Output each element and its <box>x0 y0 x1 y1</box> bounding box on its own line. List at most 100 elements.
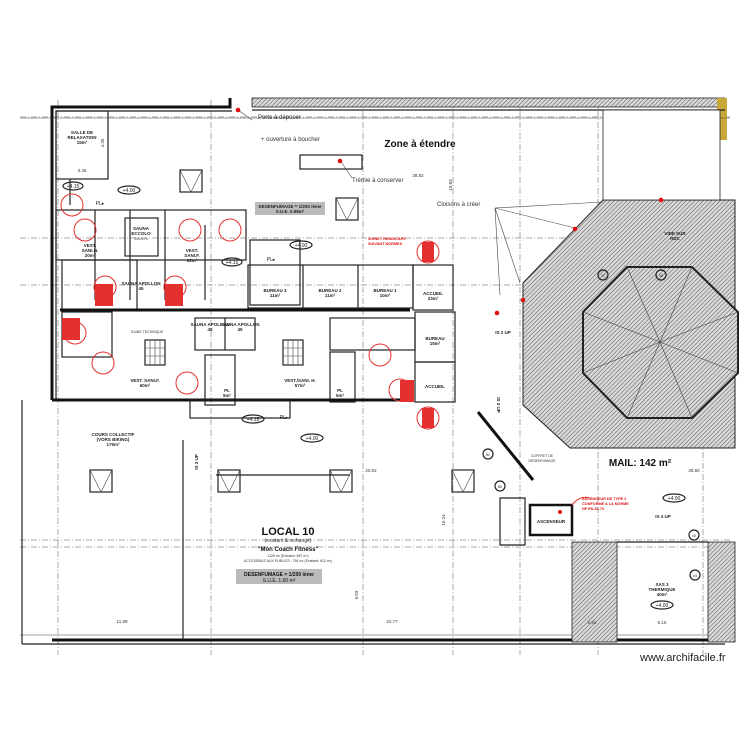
elevator-box <box>528 503 574 537</box>
pl-labels: PL▸ PL▸ PL▸ <box>96 201 289 421</box>
svg-text:11.99: 11.99 <box>117 619 128 624</box>
room-label: THERMIQUE <box>649 587 676 592</box>
room-area: 23m² <box>428 296 439 301</box>
room-label: SAS 3 <box>655 582 669 587</box>
room-labels: SALLE DE RELAXATION 15m² SAUNA ECCOLO 20… <box>68 130 687 597</box>
svg-text:x5: x5 <box>692 534 696 538</box>
ouverture-annotation: + ouverture à boucher <box>261 137 320 143</box>
svg-text:15.24: 15.24 <box>441 514 446 526</box>
room-size: 45 <box>237 327 243 332</box>
partition-leader-lines <box>237 109 604 296</box>
stair-labels: IS 3 UP IS 2 UP IS 2 UP IS 4 UP <box>194 330 671 519</box>
octagon-skylight <box>582 266 739 419</box>
svg-text:PL▸: PL▸ <box>280 415 289 421</box>
lower-right-rooms <box>476 411 736 643</box>
room-label: PL <box>224 388 230 393</box>
svg-text:DESENFUMAGE = 1/200 ième: DESENFUMAGE = 1/200 ième <box>244 572 314 578</box>
room-label: SALLE DE <box>71 130 93 135</box>
svg-text:+4.00: +4.00 <box>656 603 669 609</box>
zone-to-extend-area <box>602 109 721 201</box>
lockers-right <box>282 339 304 366</box>
tremie-opening <box>299 154 363 170</box>
svg-text:22.77: 22.77 <box>386 619 398 624</box>
desenfumage-bottom: DESENFUMAGE = 1/200 ième S.U.E. 1.60 m² <box>236 569 322 584</box>
ascenseur-note-3: NF EN 81-70 <box>582 507 604 511</box>
svg-text:PL▸: PL▸ <box>96 201 105 207</box>
room-label: SAUNA APOLLON <box>191 322 230 327</box>
room-area: 57m² <box>295 383 306 388</box>
yellow-column <box>717 98 727 140</box>
svg-text:6.03: 6.03 <box>354 590 359 599</box>
svg-text:PL▸: PL▸ <box>267 257 276 263</box>
room-area: 10m² <box>380 293 391 298</box>
room-label: BUREAU 1 <box>373 288 397 293</box>
room-label: BUREAU <box>425 336 444 341</box>
middle-rooms <box>144 317 416 640</box>
svg-text:IS 2 UP: IS 2 UP <box>496 397 501 413</box>
ascenseur-note-1: ASCENSEUR DE TYPE 2 <box>582 497 626 501</box>
svg-text:3.45: 3.45 <box>78 168 87 173</box>
svg-text:Bc: Bc <box>486 453 490 457</box>
room-label: SAUNA <box>133 226 150 231</box>
cloisons-annotation: Cloisons à créer <box>437 202 480 208</box>
room-label: SANI.H. <box>82 248 99 253</box>
zone-title: Zone à étendre <box>384 139 456 150</box>
siphon-note-1: SIGNET HANDICAPE <box>368 237 406 241</box>
room-label: COFFRET DE <box>531 454 554 458</box>
existing-wall-hatch <box>251 97 726 108</box>
room-label: VEST. <box>186 248 199 253</box>
local-public-area: ACCESSIBLE AUX PUBLICS : 764 m² (Existan… <box>244 559 332 563</box>
svg-text:+4.15: +4.15 <box>67 184 80 190</box>
room-area: 5m² <box>223 393 232 398</box>
room-area: 5m² <box>336 393 345 398</box>
svg-text:+4.00: +4.00 <box>668 496 681 502</box>
room-label: PL <box>337 388 343 393</box>
lockers-left <box>144 339 166 366</box>
room-area: 20m² <box>85 253 96 258</box>
svg-text:4.35: 4.35 <box>100 138 105 147</box>
room-label: SANI.F. <box>184 253 200 258</box>
room-area: 40m² <box>657 592 668 597</box>
room-label: BUREAU 2 <box>318 288 342 293</box>
room-area: 60m² <box>140 383 151 388</box>
svg-text:+4.15: +4.15 <box>226 260 239 266</box>
skylights <box>89 169 475 493</box>
upper-left-rooms <box>55 110 410 358</box>
svg-text:20.02: 20.02 <box>365 468 377 473</box>
room-area: 15m² <box>430 341 441 346</box>
ascenseur-note-2: CONFORME A LA NORME <box>582 502 629 506</box>
room-label: GAINE TECHNIQUE <box>131 330 164 334</box>
svg-text:37: 37 <box>601 274 605 278</box>
room-area: 22m² <box>187 258 198 263</box>
svg-text:38.82: 38.82 <box>412 173 424 178</box>
room-area: 11m² <box>325 293 336 298</box>
room-label: BUREAU 3 <box>263 288 287 293</box>
room-label: VEST./SANI. H. <box>284 378 316 383</box>
mail-area-label: MAIL: 142 m² <box>609 458 672 469</box>
svg-text:S.U.E. 0.98m²: S.U.E. 0.98m² <box>276 209 305 214</box>
local-name: "Mon Coach Fitness" <box>258 547 319 553</box>
room-size: 200x175 <box>134 237 147 241</box>
room-area: 175m² <box>106 442 120 447</box>
watermark: www.archifacile.fr <box>639 652 726 664</box>
svg-text:10.83: 10.83 <box>448 179 453 191</box>
room-label: (VORS BIKING) <box>97 437 130 442</box>
room-area: 11m² <box>270 293 281 298</box>
room-label: VEST. <box>84 243 97 248</box>
svg-text:+4.00: +4.00 <box>295 243 308 249</box>
local-area: 1126 m² (Existant: 987 m²) <box>267 554 308 558</box>
level-markers: +4.15 +4.00 +4.00 +4.15 +4.15 +4.00 +4.0… <box>62 181 686 610</box>
room-label: COURS COLLECTIF <box>92 432 135 437</box>
room-size: 45 <box>138 286 144 291</box>
svg-text:IS 3 UP: IS 3 UP <box>194 454 199 470</box>
room-area: 15m² <box>77 140 88 145</box>
room-label: RDC <box>670 236 680 241</box>
dimension-labels: 3.45 38.82 20.02 28.60 11.99 22.77 15.24… <box>78 138 701 625</box>
room-label: DESENFUMAGE <box>528 459 556 463</box>
room-label: SAUNA APOLLON <box>221 322 260 327</box>
svg-text:S.U.E. 1.60 m²: S.U.E. 1.60 m² <box>263 578 296 584</box>
svg-text:IS 2 UP: IS 2 UP <box>495 330 511 335</box>
axis-markers: Bc Bb x4 x5 37 38 <box>482 269 701 581</box>
siphon-note-2: SUIVANT NORMES <box>368 242 403 246</box>
